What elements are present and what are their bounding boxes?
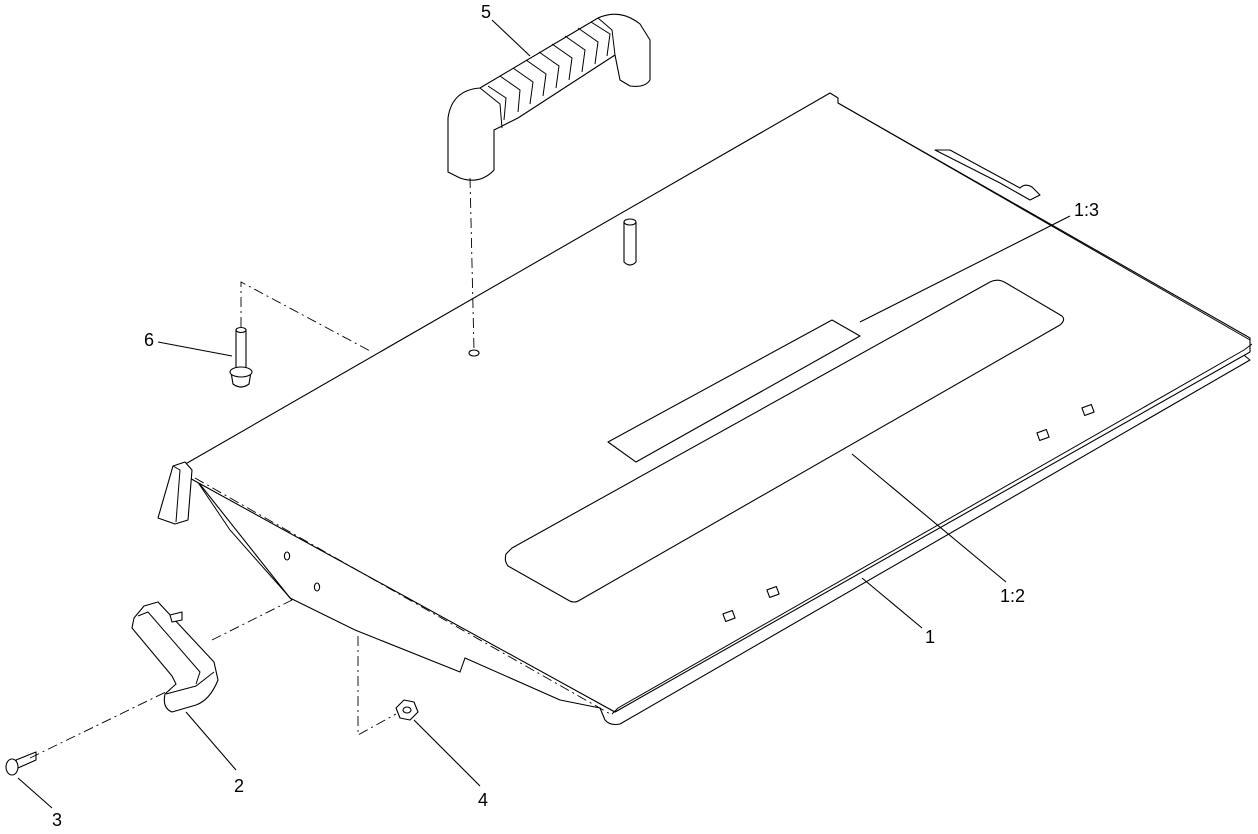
callout-1-2: 1:2	[1000, 586, 1025, 606]
callout-1-3: 1:3	[1074, 200, 1099, 220]
part-1-3-decal	[607, 319, 861, 463]
part-3-screw	[5, 751, 37, 776]
plate-stud	[623, 218, 637, 266]
part-2-latch	[131, 601, 219, 713]
callout-3: 3	[52, 810, 62, 830]
callout-6: 6	[144, 330, 154, 350]
leader-lines	[17, 19, 1071, 809]
part-5-handle	[447, 13, 651, 181]
part-1-2-decal	[504, 279, 1065, 603]
callout-2: 2	[234, 776, 244, 796]
callout-5: 5	[481, 2, 491, 22]
callout-1: 1	[925, 627, 935, 647]
assembly-lines	[29, 177, 475, 759]
part-4-nut	[395, 699, 419, 721]
part-6-bolt	[229, 326, 253, 388]
callout-4: 4	[478, 790, 488, 810]
